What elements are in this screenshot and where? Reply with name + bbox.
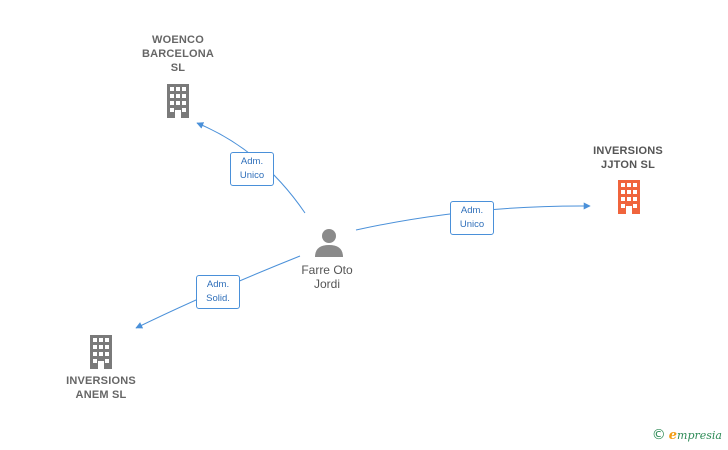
- building-icon[interactable]: [86, 335, 116, 369]
- copyright-symbol: ©: [651, 427, 666, 443]
- brand-logo-e: e: [668, 427, 678, 443]
- woenco-barcelona-label[interactable]: WOENCO BARCELONA SL: [141, 34, 215, 74]
- person-icon[interactable]: [313, 226, 345, 258]
- person-name-label[interactable]: Farre Oto Jordi: [301, 263, 353, 291]
- brand-logo: empresia: [669, 428, 722, 443]
- edge-label-adm-solid-anem: Adm. Solid.: [196, 275, 240, 309]
- building-icon[interactable]: [163, 84, 193, 118]
- inversions-jjton-label[interactable]: INVERSIONS JJTON SL: [593, 145, 663, 171]
- edge-label-adm-unico-jjton: Adm. Unico: [450, 201, 494, 235]
- edge-label-adm-unico-woenco: Adm. Unico: [230, 152, 274, 186]
- inversions-anem-label[interactable]: INVERSIONS ANEM SL: [66, 375, 136, 401]
- brand-logo-rest: mpresia: [677, 428, 722, 442]
- building-icon-highlighted[interactable]: [614, 180, 644, 214]
- empresia-watermark: © empresia: [652, 426, 722, 444]
